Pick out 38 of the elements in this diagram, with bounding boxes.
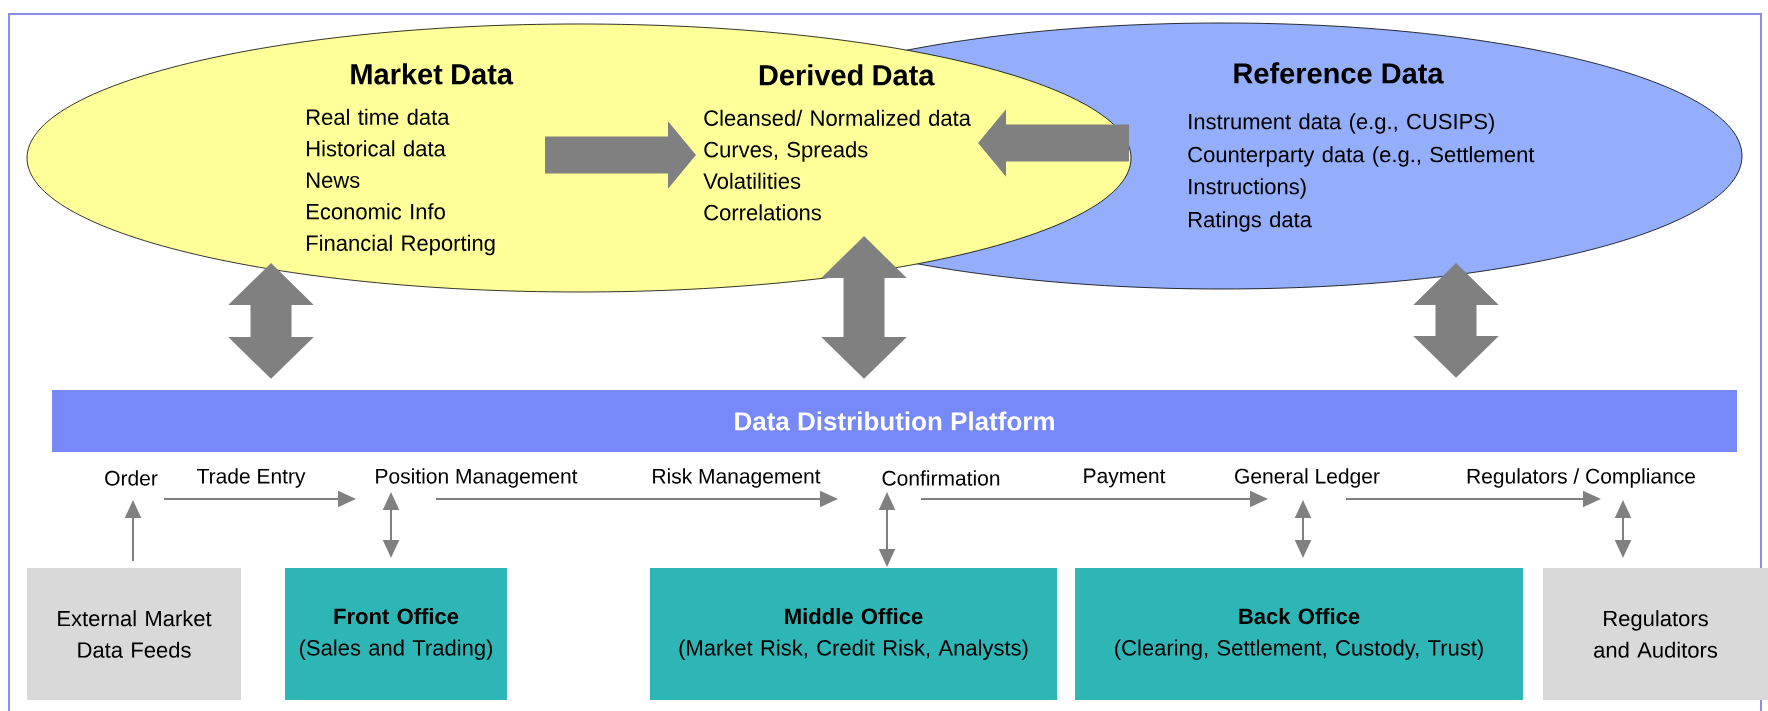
office-box: [285, 568, 507, 700]
ellipse-shape: [26, 23, 1132, 293]
office-box: [650, 568, 1057, 700]
ellipse-heading: Reference Data: [1234, 62, 1444, 84]
list-item: Instrument data (e.g., CUSIPS): [1189, 113, 1494, 134]
box-heading: Back Office: [1239, 608, 1360, 625]
list-item: Curves, Spreads: [704, 141, 868, 162]
box-text: (Market Risk, Credit Risk, Analysts): [679, 639, 1028, 660]
box-text: External Market Data Feeds: [58, 610, 212, 658]
stage-label: General Ledger: [1235, 468, 1380, 488]
list-item: Historical data: [307, 140, 446, 157]
stage-label: Confirmation: [882, 470, 1000, 486]
office-box: [1075, 568, 1523, 700]
list-item: Financial Reporting: [307, 234, 495, 256]
box-heading: Middle Office: [785, 608, 923, 625]
office-box: [1543, 568, 1768, 700]
edge-label: Payment: [1081, 467, 1167, 489]
stage-label: Regulators / Compliance: [1467, 468, 1695, 488]
platform-bar: Data Distribution Platform: [52, 390, 1737, 452]
list-item: News: [307, 172, 360, 188]
box-heading: Front Office: [334, 608, 459, 625]
stage-label: Order: [105, 470, 158, 486]
box-text: (Sales and Trading): [299, 639, 493, 660]
list-item: Ratings data: [1189, 211, 1312, 232]
edge-label: Trade Entry: [195, 467, 307, 489]
list-item: Cleansed/ Normalized data: [704, 109, 971, 126]
list-item: Counterparty data (e.g., Settlement Instructions): [1188, 146, 1535, 199]
ellipse-heading: Derived Data: [759, 64, 935, 86]
box-text: Regulators and Auditors: [1594, 610, 1718, 658]
ellipse-heading: Market Data: [351, 63, 514, 85]
edge-label: Risk Management: [650, 467, 822, 489]
box-text: (Clearing, Settlement, Custody, Trust): [1115, 639, 1483, 660]
office-box: [27, 568, 241, 700]
list-item: Real time data: [307, 108, 450, 125]
list-item: Volatilities: [703, 172, 801, 189]
stage-label: Position Management: [376, 468, 578, 488]
list-item: Economic Info: [307, 203, 445, 220]
list-item: Correlations: [704, 204, 821, 221]
